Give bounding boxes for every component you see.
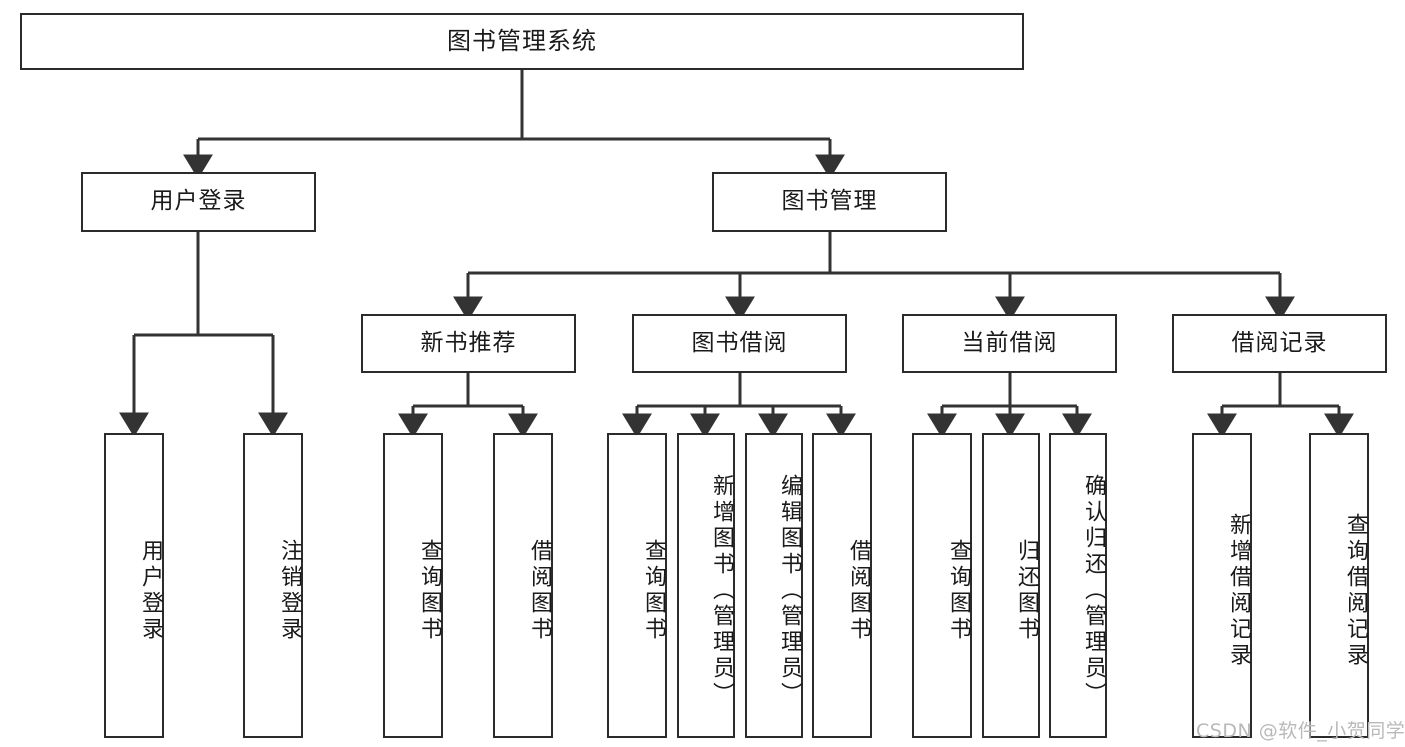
node-leaf-confirm-return-admin[interactable]: 确认归还（管理员） xyxy=(1049,433,1107,738)
node-label: 查询借阅记录 xyxy=(1343,512,1368,669)
node-label: 确认归还（管理员） xyxy=(1081,473,1106,708)
node-leaf-query-book-borrowing[interactable]: 查询图书 xyxy=(607,433,667,738)
node-leaf-add-book-admin[interactable]: 新增图书（管理员） xyxy=(677,433,735,738)
node-leaf-borrow-book-recommendation[interactable]: 借阅图书 xyxy=(493,433,553,738)
node-label: 图书管理 xyxy=(781,188,878,215)
csdn-watermark: CSDN @软件_小贺同学 xyxy=(1196,720,1405,742)
node-book-borrowing[interactable]: 图书借阅 xyxy=(632,314,847,373)
node-leaf-edit-book-admin[interactable]: 编辑图书（管理员） xyxy=(745,433,803,738)
node-leaf-query-book-current[interactable]: 查询图书 xyxy=(912,433,972,738)
node-leaf-query-book-recommendation[interactable]: 查询图书 xyxy=(383,433,443,738)
node-root-book-management-system[interactable]: 图书管理系统 xyxy=(20,13,1024,70)
node-label: 图书管理系统 xyxy=(447,27,597,56)
node-current-borrowing[interactable]: 当前借阅 xyxy=(902,314,1117,373)
node-borrowing-record[interactable]: 借阅记录 xyxy=(1172,314,1387,373)
node-leaf-user-login[interactable]: 用户登录 xyxy=(104,433,164,738)
node-label: 新书推荐 xyxy=(420,329,517,356)
node-user-login[interactable]: 用户登录 xyxy=(81,172,316,232)
node-label: 注销登录 xyxy=(277,538,302,643)
node-label: 用户登录 xyxy=(150,188,247,215)
node-label: 归还图书 xyxy=(1014,538,1039,643)
node-leaf-query-borrow-record[interactable]: 查询借阅记录 xyxy=(1309,433,1369,738)
node-label: 借阅图书 xyxy=(527,538,552,643)
node-label: 查询图书 xyxy=(641,538,666,643)
node-label: 借阅图书 xyxy=(846,538,871,643)
node-new-book-recommendation[interactable]: 新书推荐 xyxy=(361,314,576,373)
node-label: 图书借阅 xyxy=(691,329,788,356)
node-label: 新增图书（管理员） xyxy=(709,473,734,708)
node-leaf-user-logout[interactable]: 注销登录 xyxy=(243,433,303,738)
node-label: 用户登录 xyxy=(138,538,163,643)
node-leaf-add-borrow-record[interactable]: 新增借阅记录 xyxy=(1192,433,1252,738)
node-label: 新增借阅记录 xyxy=(1226,512,1251,669)
node-book-management[interactable]: 图书管理 xyxy=(712,172,947,232)
node-label: 当前借阅 xyxy=(961,329,1058,356)
node-leaf-return-book[interactable]: 归还图书 xyxy=(982,433,1040,738)
node-label: 查询图书 xyxy=(946,538,971,643)
node-label: 编辑图书（管理员） xyxy=(777,473,802,708)
node-leaf-borrow-book-borrowing[interactable]: 借阅图书 xyxy=(812,433,872,738)
node-label: 查询图书 xyxy=(417,538,442,643)
node-label: 借阅记录 xyxy=(1231,329,1328,356)
